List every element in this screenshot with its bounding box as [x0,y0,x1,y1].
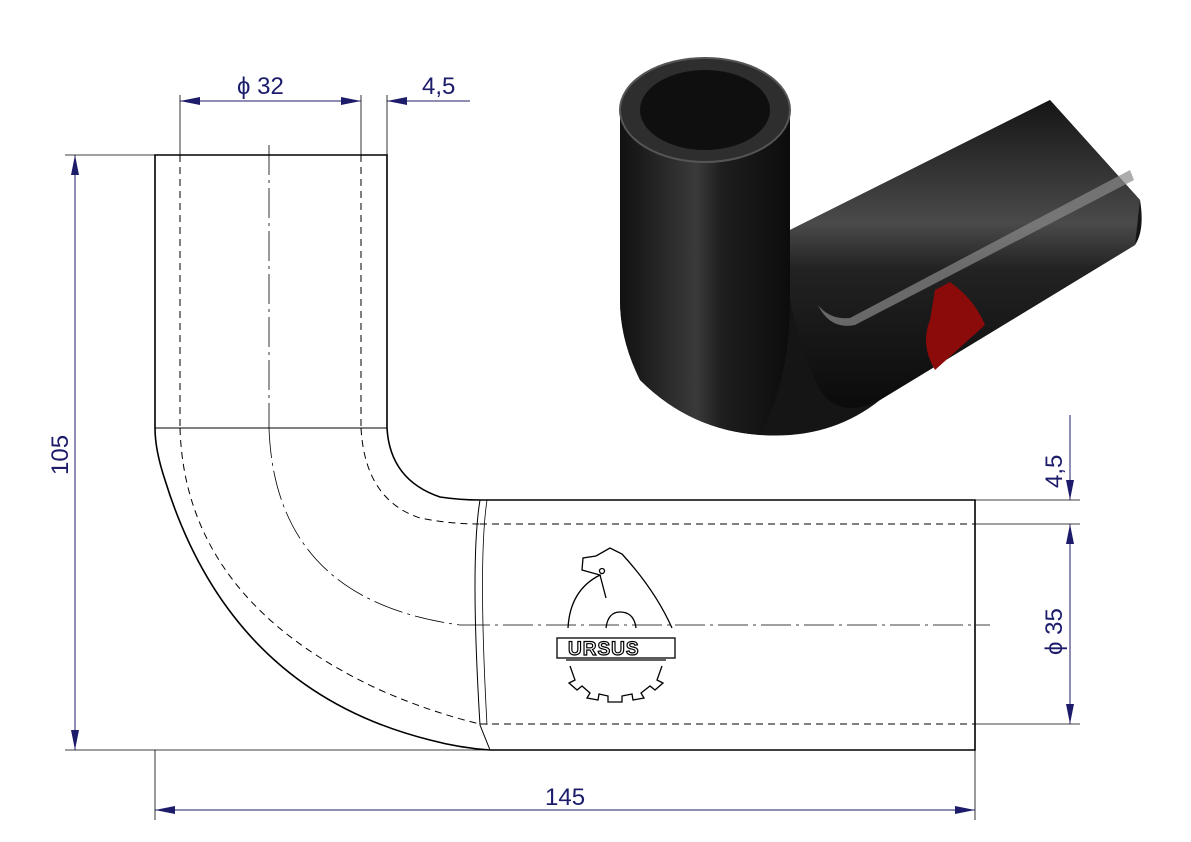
extension-lines [65,95,1080,820]
render-logo-mark [926,282,985,370]
dimension-lines [71,97,1074,814]
dim-right-diameter: ϕ 35 [1041,608,1068,655]
dim-top-diameter: ϕ 32 [237,73,284,100]
dim-right-wall: 4,5 [1041,455,1068,488]
ursus-logo-text: URSUS [568,639,640,660]
center-lines [268,145,990,626]
dim-top-wall: 4,5 [422,73,455,100]
dim-length: 145 [545,784,585,811]
ursus-logo [556,547,676,703]
elbow-3d-render [619,57,1142,436]
dim-height: 105 [47,435,74,475]
hidden-lines [179,155,975,725]
elbow-outline [154,154,976,751]
